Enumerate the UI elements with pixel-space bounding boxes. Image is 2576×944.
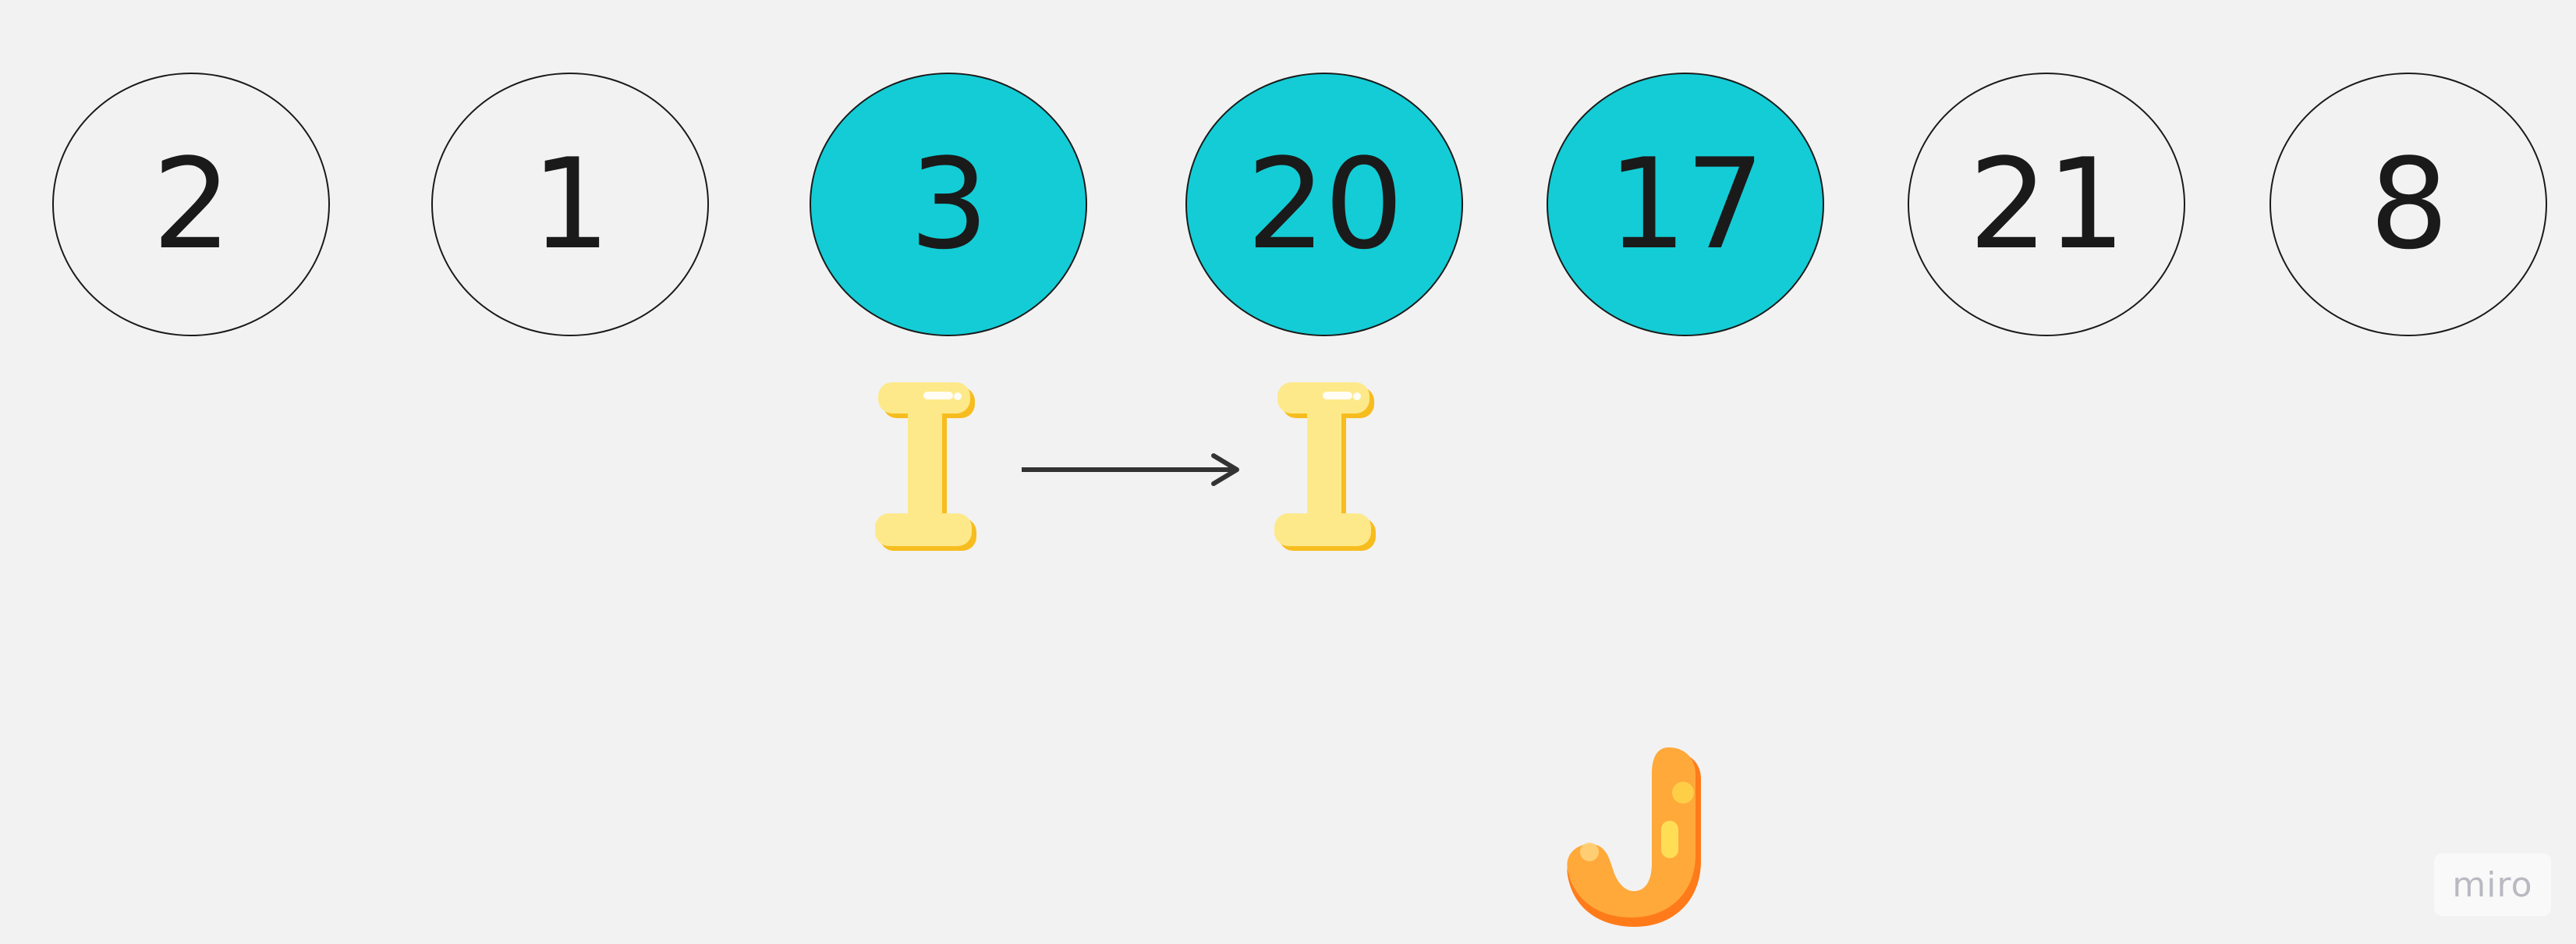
array-node-4[interactable]: 17	[1547, 73, 1824, 336]
miro-watermark: miro	[2434, 854, 2551, 916]
node-label: 1	[531, 131, 611, 277]
array-node-5[interactable]: 21	[1908, 73, 2185, 336]
array-node-1[interactable]: 1	[431, 73, 709, 336]
node-label: 8	[2369, 131, 2449, 277]
node-label: 20	[1246, 131, 1404, 277]
letter-i-sticker-icon[interactable]	[1274, 379, 1384, 559]
array-node-2[interactable]: 3	[810, 73, 1087, 336]
array-node-0[interactable]: 2	[52, 73, 330, 336]
letter-j-sticker-icon[interactable]	[1557, 744, 1713, 932]
array-node-6[interactable]: 8	[2270, 73, 2547, 336]
array-node-3[interactable]: 20	[1185, 73, 1463, 336]
node-label: 21	[1968, 131, 2126, 277]
node-label: 3	[909, 131, 989, 277]
node-label: 2	[152, 131, 232, 277]
letter-i-sticker-icon[interactable]	[875, 379, 984, 559]
right-arrow-icon[interactable]	[1022, 451, 1242, 488]
node-label: 17	[1607, 131, 1765, 277]
